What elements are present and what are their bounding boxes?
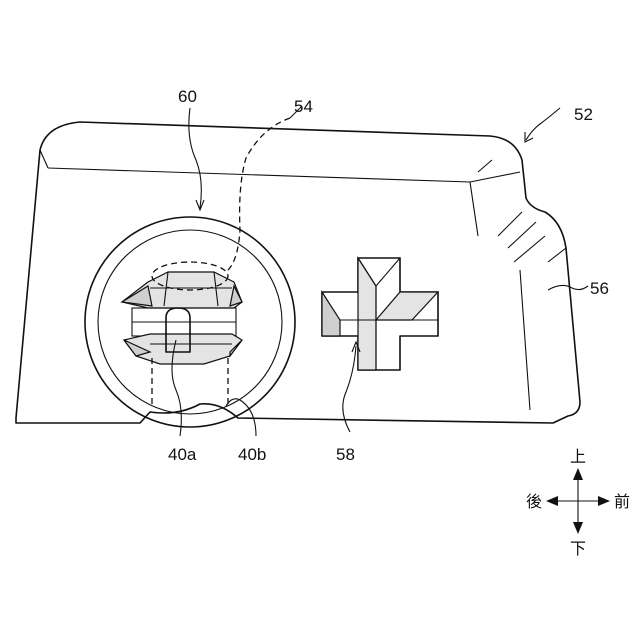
label-40a: 40a: [168, 445, 197, 464]
leader-lines: [172, 106, 588, 436]
label-60: 60: [178, 87, 197, 106]
label-40b: 40b: [238, 445, 266, 464]
direction-up-label: 上: [570, 447, 586, 466]
direction-front-label: 前: [614, 492, 630, 511]
label-52: 52: [574, 105, 593, 124]
label-54: 54: [294, 97, 313, 116]
direction-back-label: 後: [526, 492, 542, 511]
direction-indicator: 上 下 後 前: [526, 447, 630, 558]
cross-emboss: [322, 258, 438, 370]
direction-down-label: 下: [570, 539, 586, 558]
clip-fastener: [122, 272, 242, 364]
label-58: 58: [336, 445, 355, 464]
label-56: 56: [590, 279, 609, 298]
